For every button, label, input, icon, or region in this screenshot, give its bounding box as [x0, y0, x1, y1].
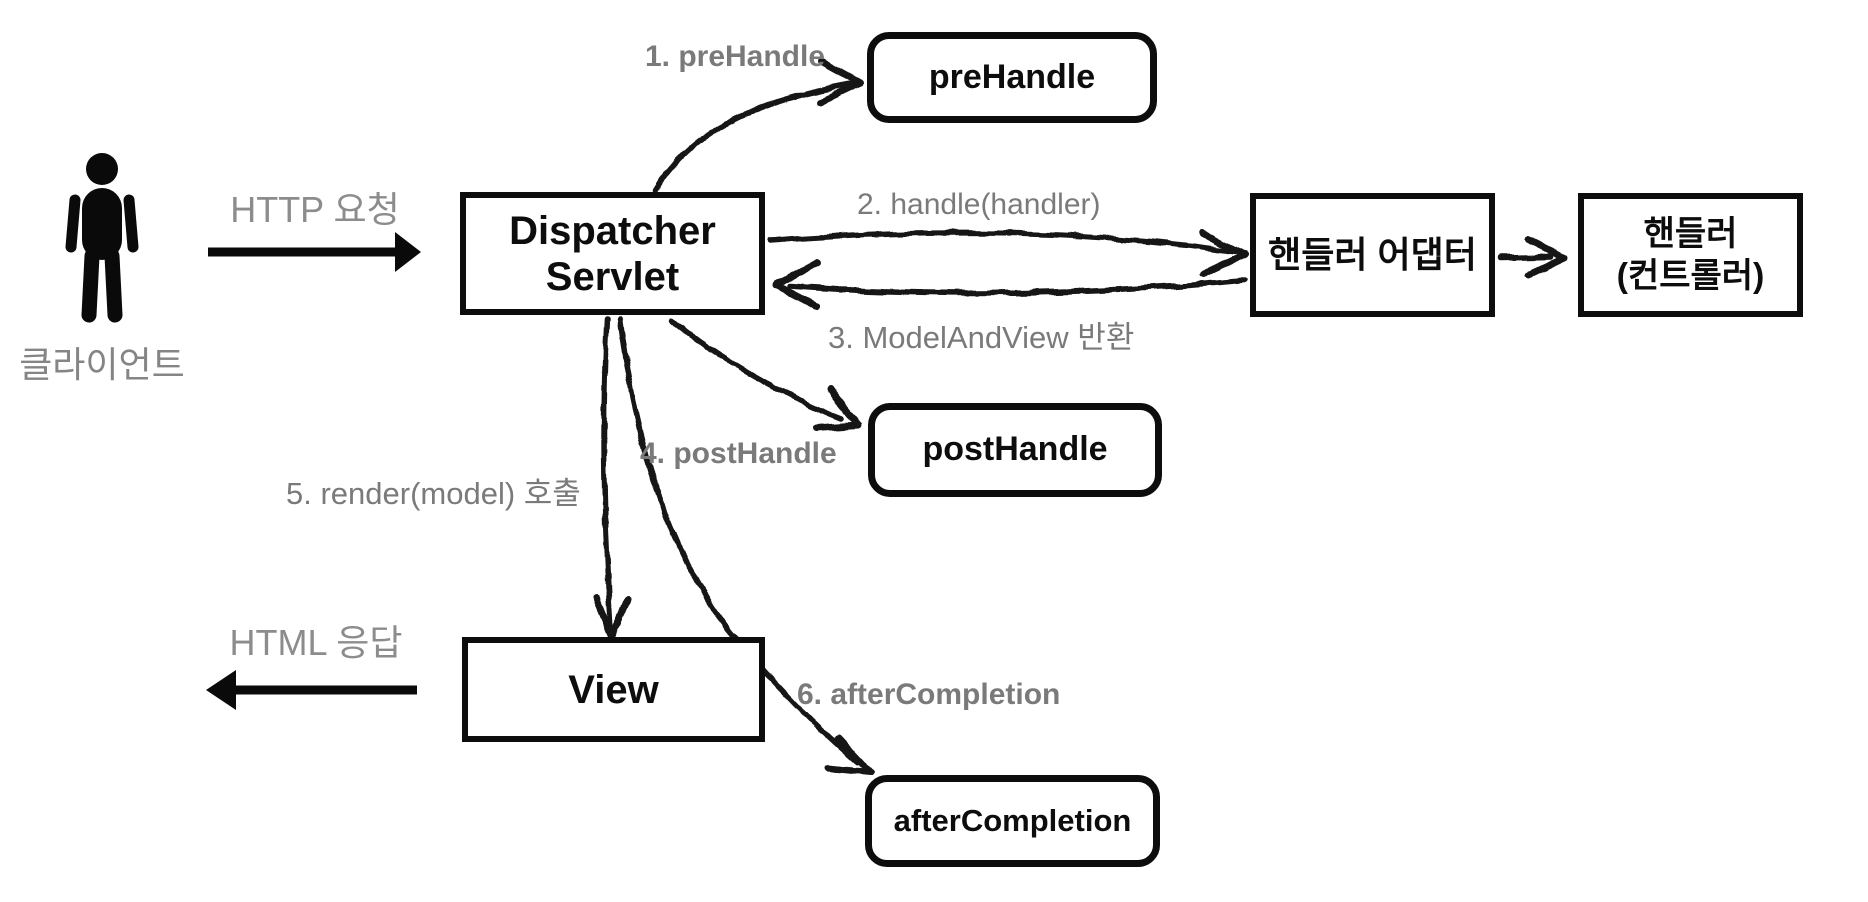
http-request-arrow [208, 232, 421, 272]
node-posthandle: postHandle [868, 403, 1162, 497]
node-handler-line2: (컨트롤러) [1616, 257, 1765, 295]
step6-label: 6. afterCompletion [797, 678, 1061, 711]
arrow-step3-head [772, 258, 822, 310]
node-handler-controller: 핸들러 (컨트롤러) [1578, 193, 1803, 317]
node-handler-line1: 핸들러 [1643, 214, 1738, 253]
node-handler-adapter-label: 핸들러 어댑터 [1268, 234, 1477, 276]
arrow-adapter-to-handler [1497, 254, 1553, 261]
step4-label: 4. postHandle [640, 437, 837, 470]
step5-label: 5. render(model) 호출 [286, 476, 581, 511]
node-view: View [462, 637, 765, 742]
node-dispatcher-line1: Dispatcher [509, 208, 716, 253]
arrow-adapter-to-handler-head [1524, 236, 1568, 279]
node-aftercompletion-label: afterCompletion [893, 803, 1132, 839]
arrow-step1-head [816, 58, 864, 106]
arrow-step4-to-posthandle [669, 317, 845, 421]
html-response-arrow [206, 670, 417, 710]
arrow-step5-to-view [601, 315, 614, 631]
step-arrows [592, 58, 1568, 776]
arrow-step6-head [824, 734, 874, 776]
node-prehandle: preHandle [867, 32, 1157, 123]
arrow-step1-to-prehandle [652, 81, 853, 194]
arrow-step6-to-aftercompletion [617, 315, 861, 765]
node-posthandle-label: postHandle [922, 430, 1108, 469]
person-icon [65, 153, 139, 323]
arrow-step2-to-handler-adapter [767, 230, 1239, 255]
node-aftercompletion: afterCompletion [865, 775, 1160, 867]
step1-label: 1. preHandle [644, 40, 826, 73]
node-handler-adapter: 핸들러 어댑터 [1250, 193, 1495, 317]
node-prehandle-label: preHandle [928, 57, 1096, 96]
arrow-step2-head [1198, 228, 1248, 278]
node-view-label: View [568, 667, 659, 712]
node-dispatcher-line2: Servlet [545, 254, 680, 299]
node-dispatcher-servlet: Dispatcher Servlet [460, 192, 765, 315]
client-label: 클라이언트 [19, 344, 185, 385]
step3-label: 3. ModelAndView 반환 [828, 320, 1135, 355]
http-request-label: HTTP 요청 [230, 189, 400, 230]
arrow-step4-head [812, 386, 862, 432]
arrow-step5-head [592, 594, 632, 640]
step2-label: 2. handle(handler) [857, 188, 1101, 221]
html-response-label: HTML 응답 [229, 622, 403, 663]
arrow-step3-return-to-dispatcher [787, 277, 1249, 296]
